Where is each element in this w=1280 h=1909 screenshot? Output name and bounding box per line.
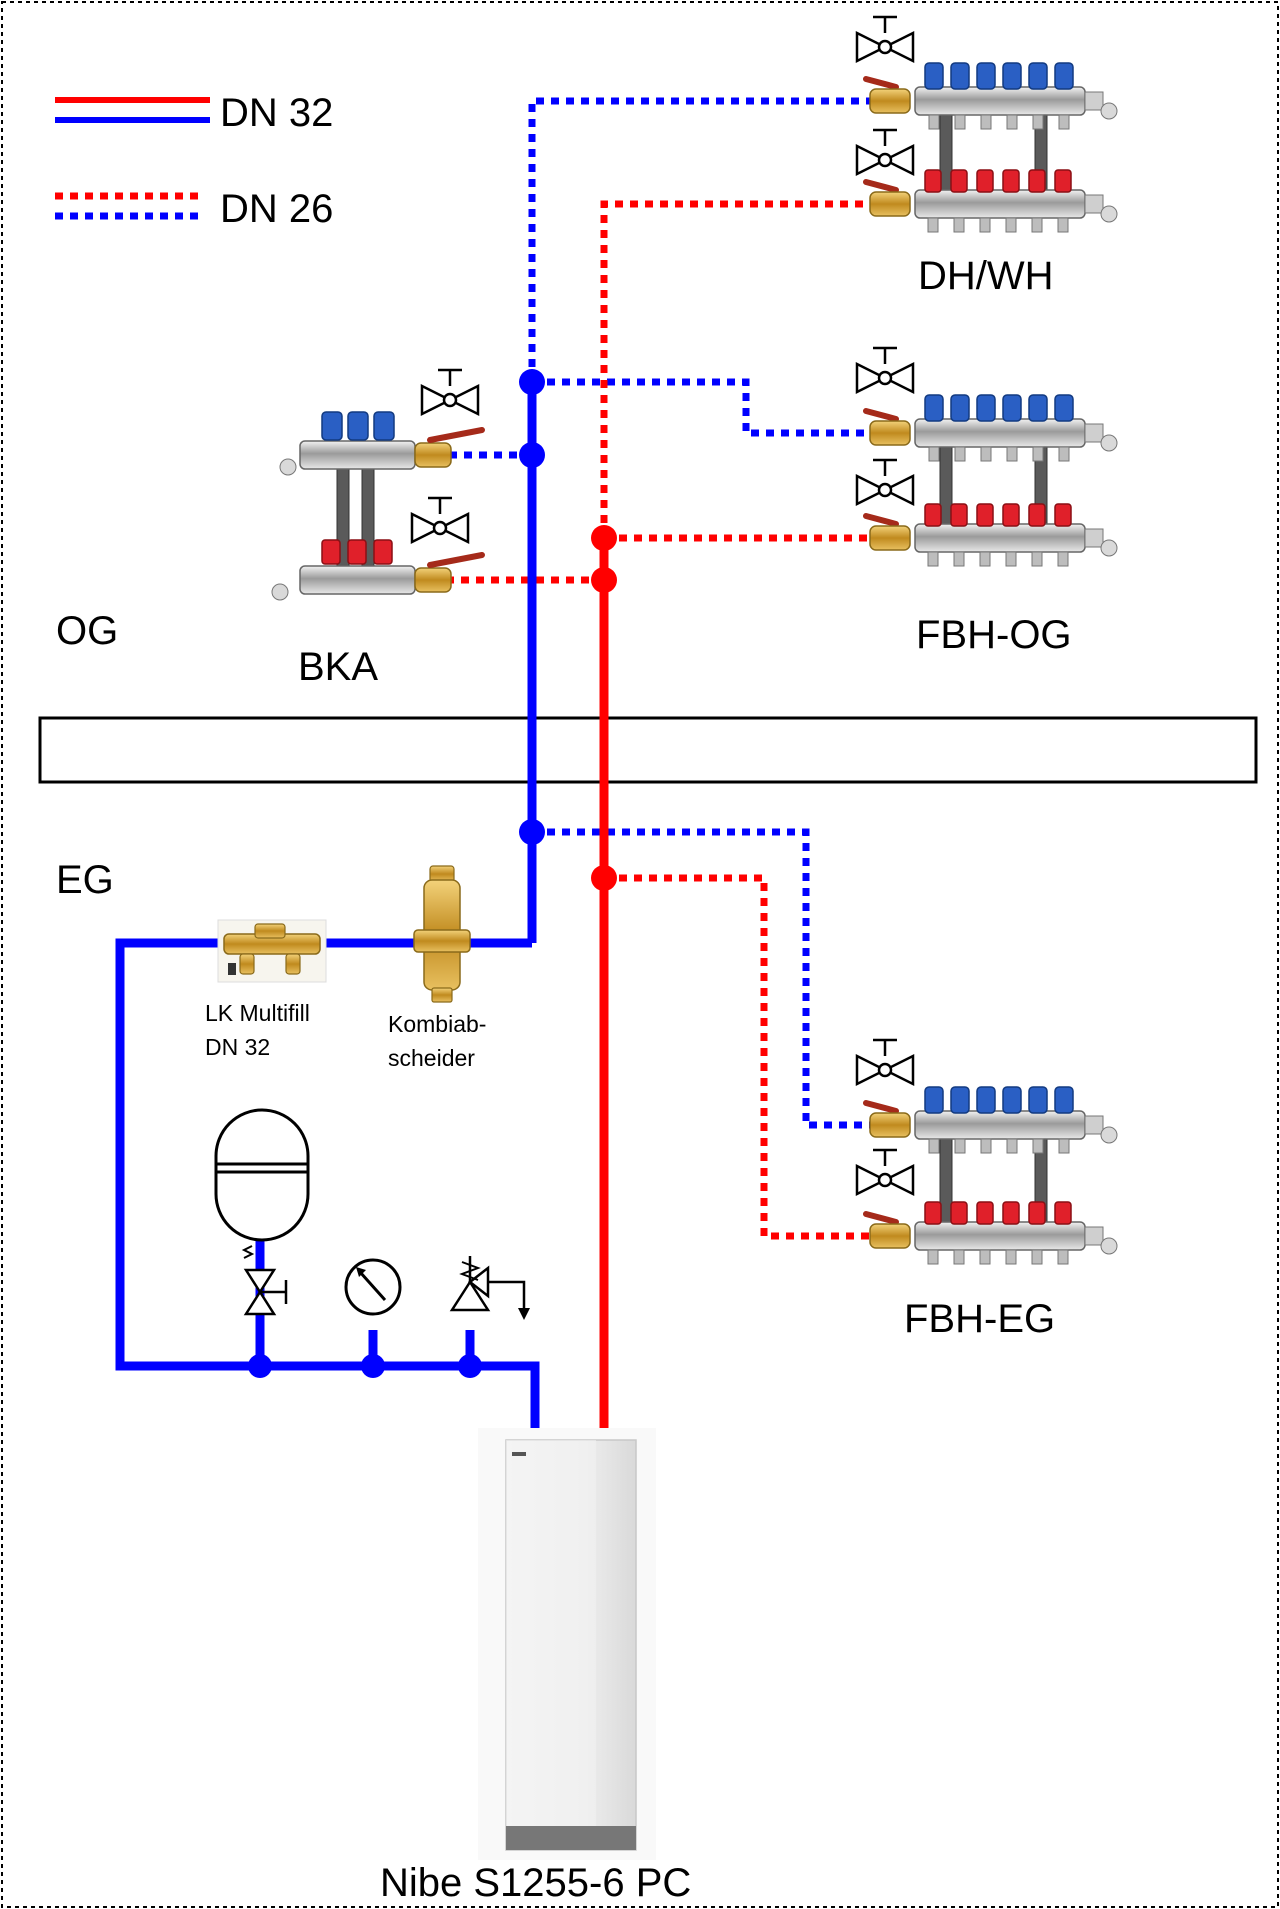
junction-dot — [458, 1354, 482, 1378]
label-multifill-2: DN 32 — [205, 1034, 270, 1060]
return-branches-dn26 — [448, 97, 872, 1129]
heatpump-unit — [478, 1428, 656, 1860]
junction-dots — [248, 369, 617, 1378]
junction-dot — [519, 369, 545, 395]
label-dhwh: DH/WH — [918, 254, 1054, 298]
label-separator-2: scheider — [388, 1045, 475, 1071]
label-bka: BKA — [298, 645, 378, 689]
safety-valve-icon — [449, 1256, 530, 1320]
label-separator-1: Kombiab- — [388, 1011, 486, 1037]
return-main-dn32 — [115, 382, 540, 1430]
manifold-bka — [271, 368, 485, 601]
junction-dot — [519, 442, 545, 468]
label-multifill-1: LK Multifill — [205, 1000, 310, 1026]
junction-dot — [519, 819, 545, 845]
multifill-fitting — [217, 919, 327, 983]
supply-branches-dn26 — [448, 200, 872, 1240]
expansion-vessel — [214, 1108, 310, 1242]
label-heatpump: Nibe S1255-6 PC — [380, 1861, 691, 1905]
manifold-fbh-eg — [855, 1038, 1118, 1265]
junction-dot — [248, 1354, 272, 1378]
junction-dot — [591, 865, 617, 891]
label-eg: EG — [56, 858, 114, 902]
combi-separator — [413, 865, 471, 1003]
label-og: OG — [56, 609, 118, 653]
junction-dot — [591, 525, 617, 551]
label-fbh-eg: FBH-EG — [904, 1297, 1055, 1341]
manifold-fbh-og — [855, 346, 1118, 567]
cap-valve-icon — [241, 1245, 288, 1316]
pressure-gauge-icon — [344, 1258, 402, 1316]
legend-solid-label: DN 32 — [220, 91, 333, 135]
junction-dot — [361, 1354, 385, 1378]
manifold-dhwh — [855, 15, 1118, 233]
legend-dotted-label: DN 26 — [220, 187, 333, 231]
floor-slab — [38, 716, 1258, 784]
legend: DN 32 DN 26 — [55, 91, 333, 231]
junction-dot — [591, 567, 617, 593]
label-fbh-og: FBH-OG — [916, 613, 1072, 657]
